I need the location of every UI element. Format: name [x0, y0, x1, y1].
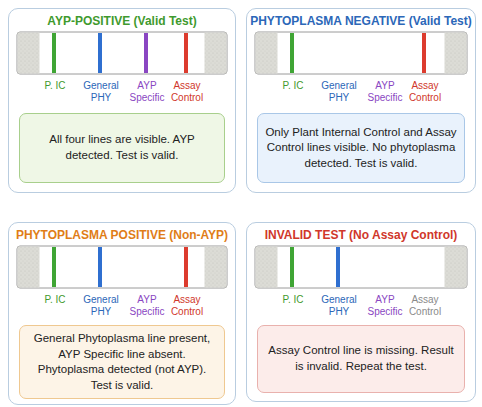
- description-text: Assay Control line is missing. Result is…: [264, 343, 458, 374]
- description-text: General Phytoplasma line present, AYP Sp…: [26, 331, 218, 393]
- strip: [17, 246, 227, 288]
- line-label: Assay Control: [161, 294, 213, 317]
- result-card: INVALID TEST (No Assay Control) Assay Con…: [246, 222, 476, 402]
- line-label: P. IC: [267, 80, 319, 92]
- description-box: All four lines are visible. AYP detected…: [19, 113, 225, 183]
- card-title: PHYTOPLASMA NEGATIVE (Valid Test): [247, 14, 475, 28]
- strip: [255, 246, 467, 288]
- card-title: AYP-POSITIVE (Valid Test): [9, 14, 235, 28]
- line-label: General PHY: [75, 80, 127, 103]
- line-label: AYP Specific: [359, 80, 411, 103]
- result-card: PHYTOPLASMA NEGATIVE (Valid Test) Only Pl…: [246, 8, 476, 193]
- line-label: AYP Specific: [121, 294, 173, 317]
- strip: [255, 32, 467, 74]
- line-label: Assay Control: [161, 80, 213, 103]
- line-label: General PHY: [75, 294, 127, 317]
- result-card: PHYTOPLASMA POSITIVE (Non-AYP) General Ph…: [8, 222, 236, 405]
- description-box: Assay Control line is missing. Result is…: [257, 325, 465, 393]
- description-box: General Phytoplasma line present, AYP Sp…: [19, 325, 225, 399]
- description-text: Only Plant Internal Control and Assay Co…: [264, 125, 458, 172]
- line-label: P. IC: [29, 294, 81, 306]
- result-card: AYP-POSITIVE (Valid Test) All four lines …: [8, 8, 236, 193]
- card-title: INVALID TEST (No Assay Control): [247, 228, 475, 242]
- card-title: PHYTOPLASMA POSITIVE (Non-AYP): [9, 228, 235, 242]
- line-label: General PHY: [313, 294, 365, 317]
- line-label: Assay Control: [399, 80, 451, 103]
- line-label: General PHY: [313, 80, 365, 103]
- line-label: P. IC: [29, 80, 81, 92]
- strip: [17, 32, 227, 74]
- line-label: P. IC: [267, 294, 319, 306]
- line-label: AYP Specific: [121, 80, 173, 103]
- description-box: Only Plant Internal Control and Assay Co…: [257, 113, 465, 183]
- description-text: All four lines are visible. AYP detected…: [26, 132, 218, 163]
- line-label: AYP Specific: [359, 294, 411, 317]
- line-label: Assay Control: [399, 294, 451, 317]
